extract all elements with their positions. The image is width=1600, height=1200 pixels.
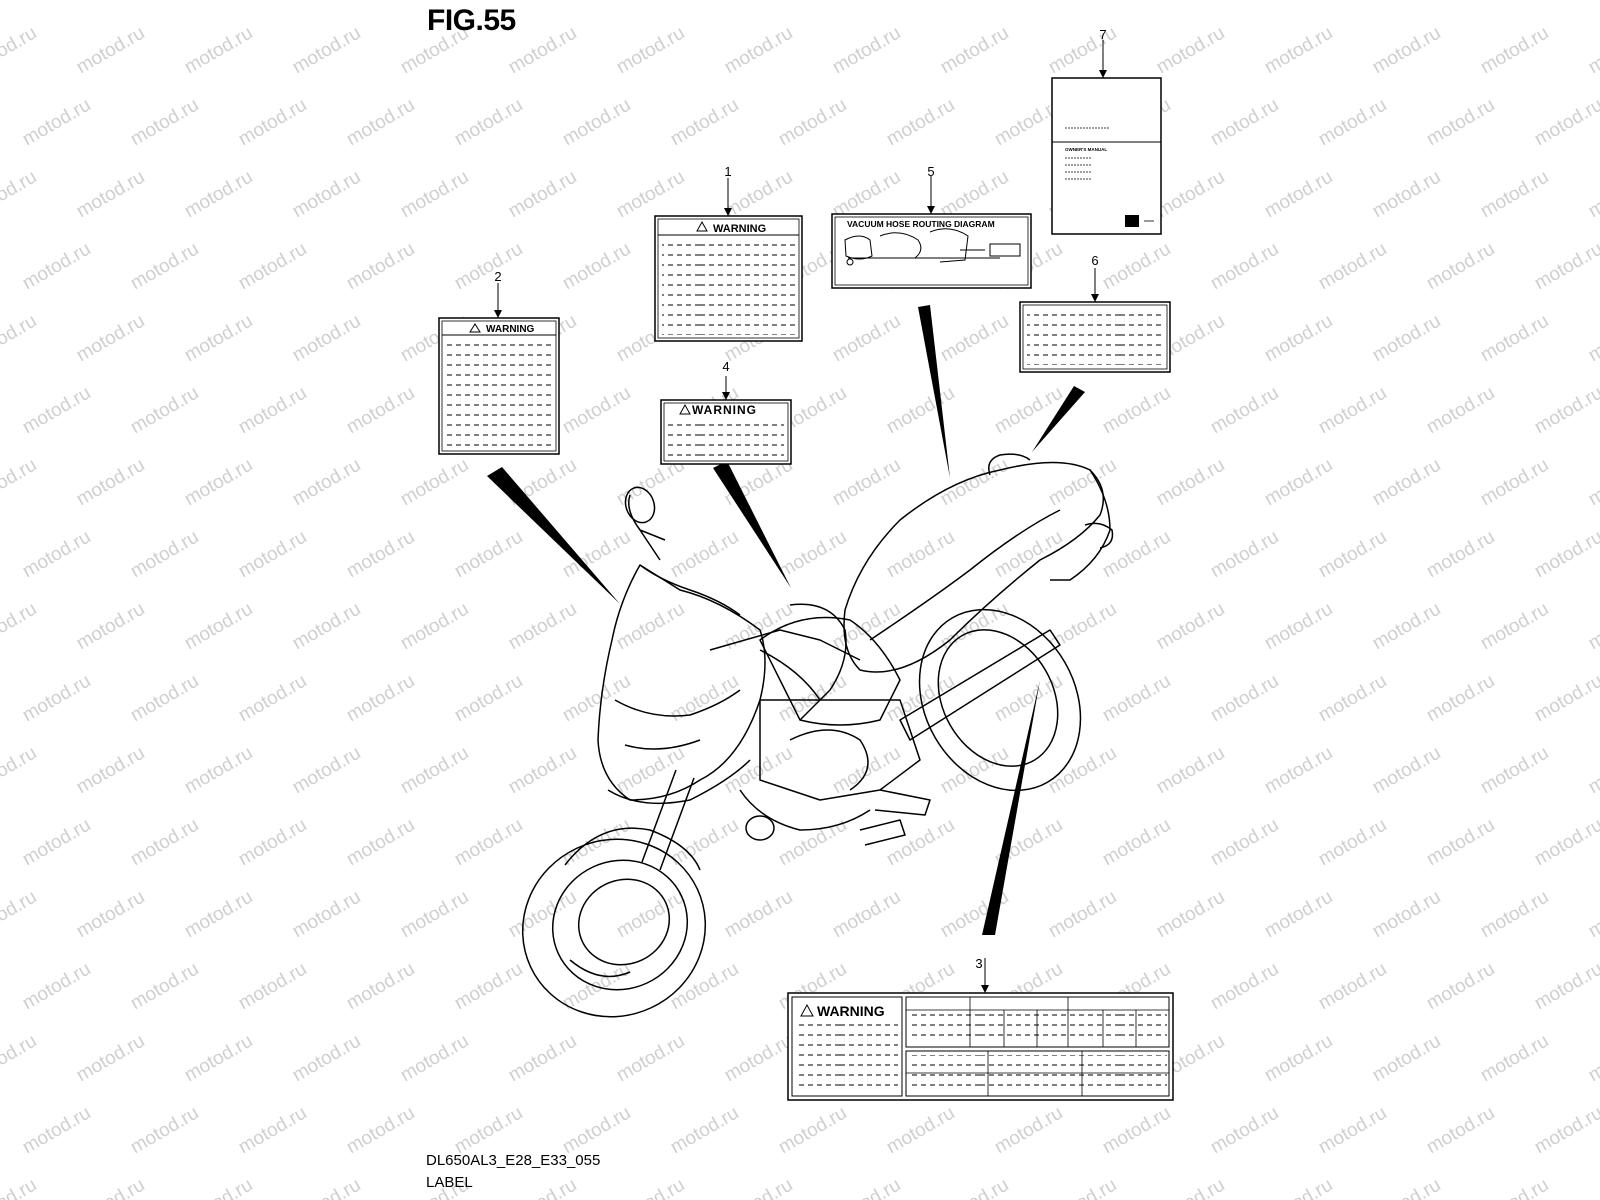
callout-number-4: 4 [722, 359, 729, 374]
callout-number-2: 2 [494, 269, 501, 284]
label-5-graphic: VACUUM HOSE ROUTING DIAGRAM 5 [831, 164, 1032, 289]
label-2-heading: WARNING [486, 324, 535, 335]
diagram-code: DL650AL3_E28_E33_055 [426, 1152, 601, 1169]
label-4-heading: WARNING [692, 403, 757, 417]
label-1-graphic: WARNING 1 [654, 164, 803, 342]
label-1-heading: WARNING [713, 223, 766, 235]
callout-number-3: 3 [975, 956, 982, 971]
label-2-graphic: WARNING 2 [438, 269, 560, 455]
label-5-heading: VACUUM HOSE ROUTING DIAGRAM [847, 219, 995, 229]
item-7-owners-manual-graphic: OWNER'S MANUAL 7 [1051, 27, 1162, 235]
label-3-graphic: WARNING 3 [787, 956, 1174, 1101]
callout-number-5: 5 [927, 164, 934, 179]
motorcycle-drawing [521, 453, 1114, 1018]
callout-number-7: 7 [1099, 27, 1106, 42]
diagram-caption: LABEL [426, 1174, 473, 1191]
callout-number-6: 6 [1091, 253, 1098, 268]
label-7-heading: OWNER'S MANUAL [1065, 147, 1107, 152]
label-6-graphic: 6 [1019, 253, 1171, 373]
callout-number-1: 1 [724, 164, 731, 179]
figure-title: FIG.55 [427, 4, 516, 37]
label-3-heading: WARNING [817, 1003, 885, 1019]
label-4-graphic: WARNING 4 [660, 359, 792, 465]
pointer-wedges [487, 305, 1085, 935]
